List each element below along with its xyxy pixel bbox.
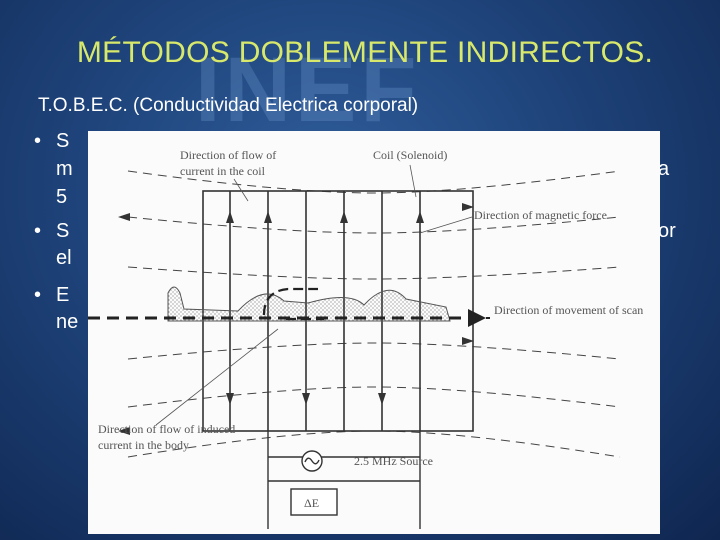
- scan-direction-line: [88, 309, 486, 327]
- bullet-marker: •: [34, 284, 42, 306]
- label-induced-2: current in the body: [98, 438, 189, 452]
- bullet-text: 5: [56, 186, 68, 208]
- leader-lines: [155, 164, 473, 426]
- bullet-text: el: [56, 247, 72, 269]
- label-magnetic: Direction of magnetic force: [474, 208, 607, 222]
- magnetic-arrows: [118, 203, 474, 435]
- bullet-text: S: [56, 130, 70, 152]
- bullet-text: or: [658, 220, 676, 242]
- body-silhouette: [167, 286, 451, 322]
- bullet-text: S: [56, 220, 70, 242]
- bullet-text: E: [56, 284, 70, 306]
- current-arrows: [226, 211, 424, 405]
- source-circuit: [267, 431, 421, 529]
- label-source: 2.5 MHz Source: [354, 454, 433, 468]
- slide-title: MÉTODOS DOBLEMENTE INDIRECTOS.: [76, 36, 654, 69]
- label-scan: Direction of movement of scan: [494, 303, 643, 317]
- bullet-marker: •: [34, 130, 42, 152]
- label-delta: ΔE: [304, 496, 319, 510]
- bullet-marker: •: [34, 220, 42, 242]
- label-induced-1: Direction of flow of induced: [98, 422, 235, 436]
- label-coil: Coil (Solenoid): [373, 148, 447, 162]
- tobec-diagram: Direction of flow of current in the coil…: [88, 131, 660, 534]
- slide-subtitle: T.O.B.E.C. (Conductividad Electrica corp…: [38, 95, 419, 116]
- label-flow-coil-2: current in the coil: [180, 164, 266, 178]
- bullet-text: a: [658, 158, 670, 180]
- watermark: INEF: [195, 39, 421, 141]
- bullet-text: ne: [56, 311, 79, 333]
- label-flow-coil-1: Direction of flow of: [180, 148, 276, 162]
- bullet-text: m: [56, 158, 73, 180]
